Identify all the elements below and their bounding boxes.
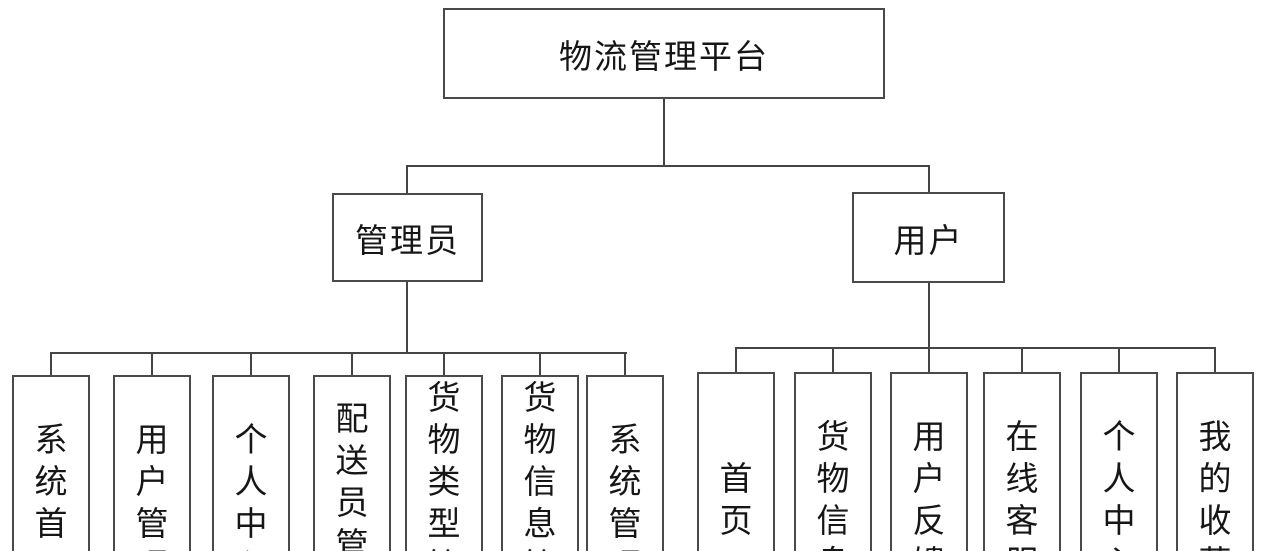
- leaf-user-online-service: 在线客服: [983, 372, 1061, 551]
- connector-line: [1118, 347, 1120, 373]
- leaf-label: 货物信息: [816, 417, 850, 551]
- connector-line: [1214, 347, 1216, 373]
- leaf-label: 个人中心: [234, 420, 268, 551]
- leaf-label: 首页: [719, 459, 753, 539]
- leaf-user-my-favorites: 我的收藏: [1176, 372, 1254, 551]
- connector-line: [50, 352, 627, 354]
- connector-line: [151, 352, 153, 376]
- leaf-label: 系统首页: [34, 420, 68, 551]
- connector-line: [50, 352, 52, 376]
- leaf-admin-personal-center: 个人中心: [212, 375, 290, 551]
- connector-line: [928, 165, 930, 193]
- leaf-admin-courier-management: 配送员管理: [313, 375, 391, 551]
- leaf-label: 货物信息管理: [523, 378, 557, 551]
- leaf-admin-system-home: 系统首页: [12, 375, 90, 551]
- node-platform-root-label: 物流管理平台: [559, 37, 769, 75]
- leaf-user-feedback: 用户反馈: [890, 372, 968, 551]
- leaf-label: 配送员管理: [335, 399, 369, 551]
- connector-line: [539, 352, 541, 376]
- connector-line: [832, 347, 834, 373]
- connector-line: [735, 347, 737, 373]
- node-platform-root: 物流管理平台: [443, 8, 885, 99]
- connector-line: [735, 347, 1216, 349]
- leaf-admin-cargo-type-management: 货物类型管理: [405, 375, 483, 551]
- connector-line: [624, 352, 626, 376]
- connector-line: [250, 352, 252, 376]
- leaf-admin-user-management: 用户管理: [113, 375, 191, 551]
- leaf-label: 在线客服: [1005, 417, 1039, 551]
- connector-line: [1021, 347, 1023, 373]
- leaf-label: 系统管理: [608, 420, 642, 551]
- node-admin-label: 管理员: [355, 221, 460, 259]
- leaf-user-personal-center: 个人中心: [1080, 372, 1158, 551]
- connector-line: [406, 165, 930, 167]
- leaf-label: 个人中心: [1102, 417, 1136, 551]
- leaf-label: 货物类型管理: [427, 378, 461, 551]
- leaf-user-home: 首页: [697, 372, 775, 551]
- leaf-admin-cargo-info-management: 货物信息管理: [501, 375, 579, 551]
- connector-line: [406, 165, 408, 194]
- node-user-label: 用户: [893, 221, 964, 259]
- connector-line: [351, 352, 353, 376]
- connector-line: [406, 281, 408, 353]
- leaf-label: 我的收藏: [1198, 417, 1232, 551]
- leaf-user-cargo-info: 货物信息: [794, 372, 872, 551]
- connector-line: [443, 352, 445, 376]
- connector-line: [928, 283, 930, 349]
- connector-line: [663, 99, 665, 166]
- node-user: 用户: [852, 192, 1005, 283]
- connector-line: [928, 347, 930, 373]
- node-admin: 管理员: [332, 193, 483, 282]
- leaf-label: 用户反馈: [912, 417, 946, 551]
- leaf-label: 用户管理: [135, 420, 169, 551]
- leaf-admin-system-management: 系统管理: [586, 375, 664, 551]
